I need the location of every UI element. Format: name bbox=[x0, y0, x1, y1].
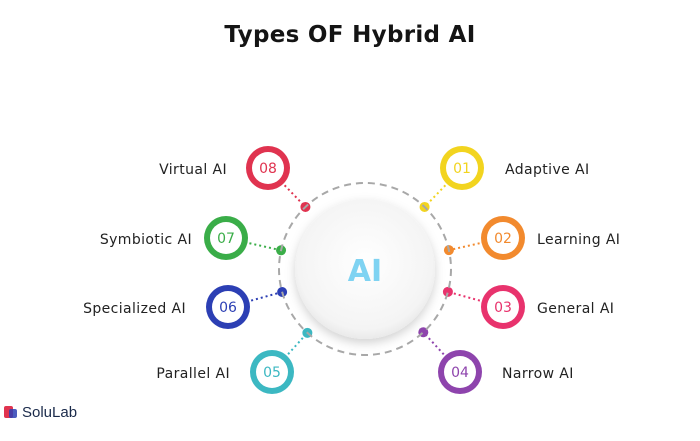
node-05: 05 bbox=[250, 350, 294, 394]
connector-line-02 bbox=[448, 242, 480, 252]
node-label-07: Symbiotic AI bbox=[100, 232, 192, 248]
node-label-06: Specialized AI bbox=[83, 301, 186, 317]
node-04: 04 bbox=[438, 350, 482, 394]
node-number-04: 04 bbox=[451, 365, 469, 381]
node-01: 01 bbox=[440, 146, 484, 190]
node-number-01: 01 bbox=[453, 161, 471, 177]
logo-text: SoluLab bbox=[22, 403, 78, 421]
node-number-05: 05 bbox=[263, 365, 281, 381]
node-number-03: 03 bbox=[494, 300, 512, 316]
center-circle bbox=[295, 199, 435, 339]
connector-line-06 bbox=[250, 291, 283, 302]
node-inner-04 bbox=[444, 356, 476, 388]
node-08: 08 bbox=[246, 146, 290, 190]
ring-dot-03 bbox=[442, 286, 453, 297]
node-07: 07 bbox=[204, 216, 248, 260]
connector-line-07 bbox=[249, 242, 282, 252]
node-label-05: Parallel AI bbox=[156, 366, 230, 382]
solulab-logo: SoluLab bbox=[3, 401, 77, 423]
connector-line-04 bbox=[422, 331, 445, 356]
node-inner-07 bbox=[210, 222, 242, 254]
solulab-logo-icon bbox=[4, 406, 17, 418]
node-number-08: 08 bbox=[259, 161, 277, 177]
page-title: Types OF Hybrid AI bbox=[224, 22, 476, 48]
node-02: 02 bbox=[481, 216, 525, 260]
connector-line-08 bbox=[283, 184, 307, 208]
node-number-07: 07 bbox=[217, 231, 235, 247]
node-number-02: 02 bbox=[494, 231, 512, 247]
connector-line-03 bbox=[447, 290, 481, 302]
node-inner-01 bbox=[446, 152, 478, 184]
node-03: 03 bbox=[481, 285, 525, 329]
center-label: AI bbox=[348, 254, 382, 289]
node-label-04: Narrow AI bbox=[502, 366, 574, 382]
node-label-03: General AI bbox=[537, 301, 614, 317]
node-inner-03 bbox=[487, 291, 519, 323]
node-label-08: Virtual AI bbox=[159, 162, 227, 178]
node-inner-02 bbox=[487, 222, 519, 254]
node-inner-06 bbox=[212, 291, 244, 323]
node-label-02: Learning AI bbox=[537, 232, 620, 248]
node-06: 06 bbox=[206, 285, 250, 329]
node-label-01: Adaptive AI bbox=[505, 162, 590, 178]
connector-line-01 bbox=[423, 184, 447, 208]
outer-dashed-ring bbox=[278, 182, 452, 356]
node-layer: 01 Adaptive AI 02 Learning AI 03 General AI 04… bbox=[83, 146, 620, 394]
node-number-06: 06 bbox=[219, 300, 237, 316]
node-inner-08 bbox=[252, 152, 284, 184]
node-inner-05 bbox=[256, 356, 288, 388]
